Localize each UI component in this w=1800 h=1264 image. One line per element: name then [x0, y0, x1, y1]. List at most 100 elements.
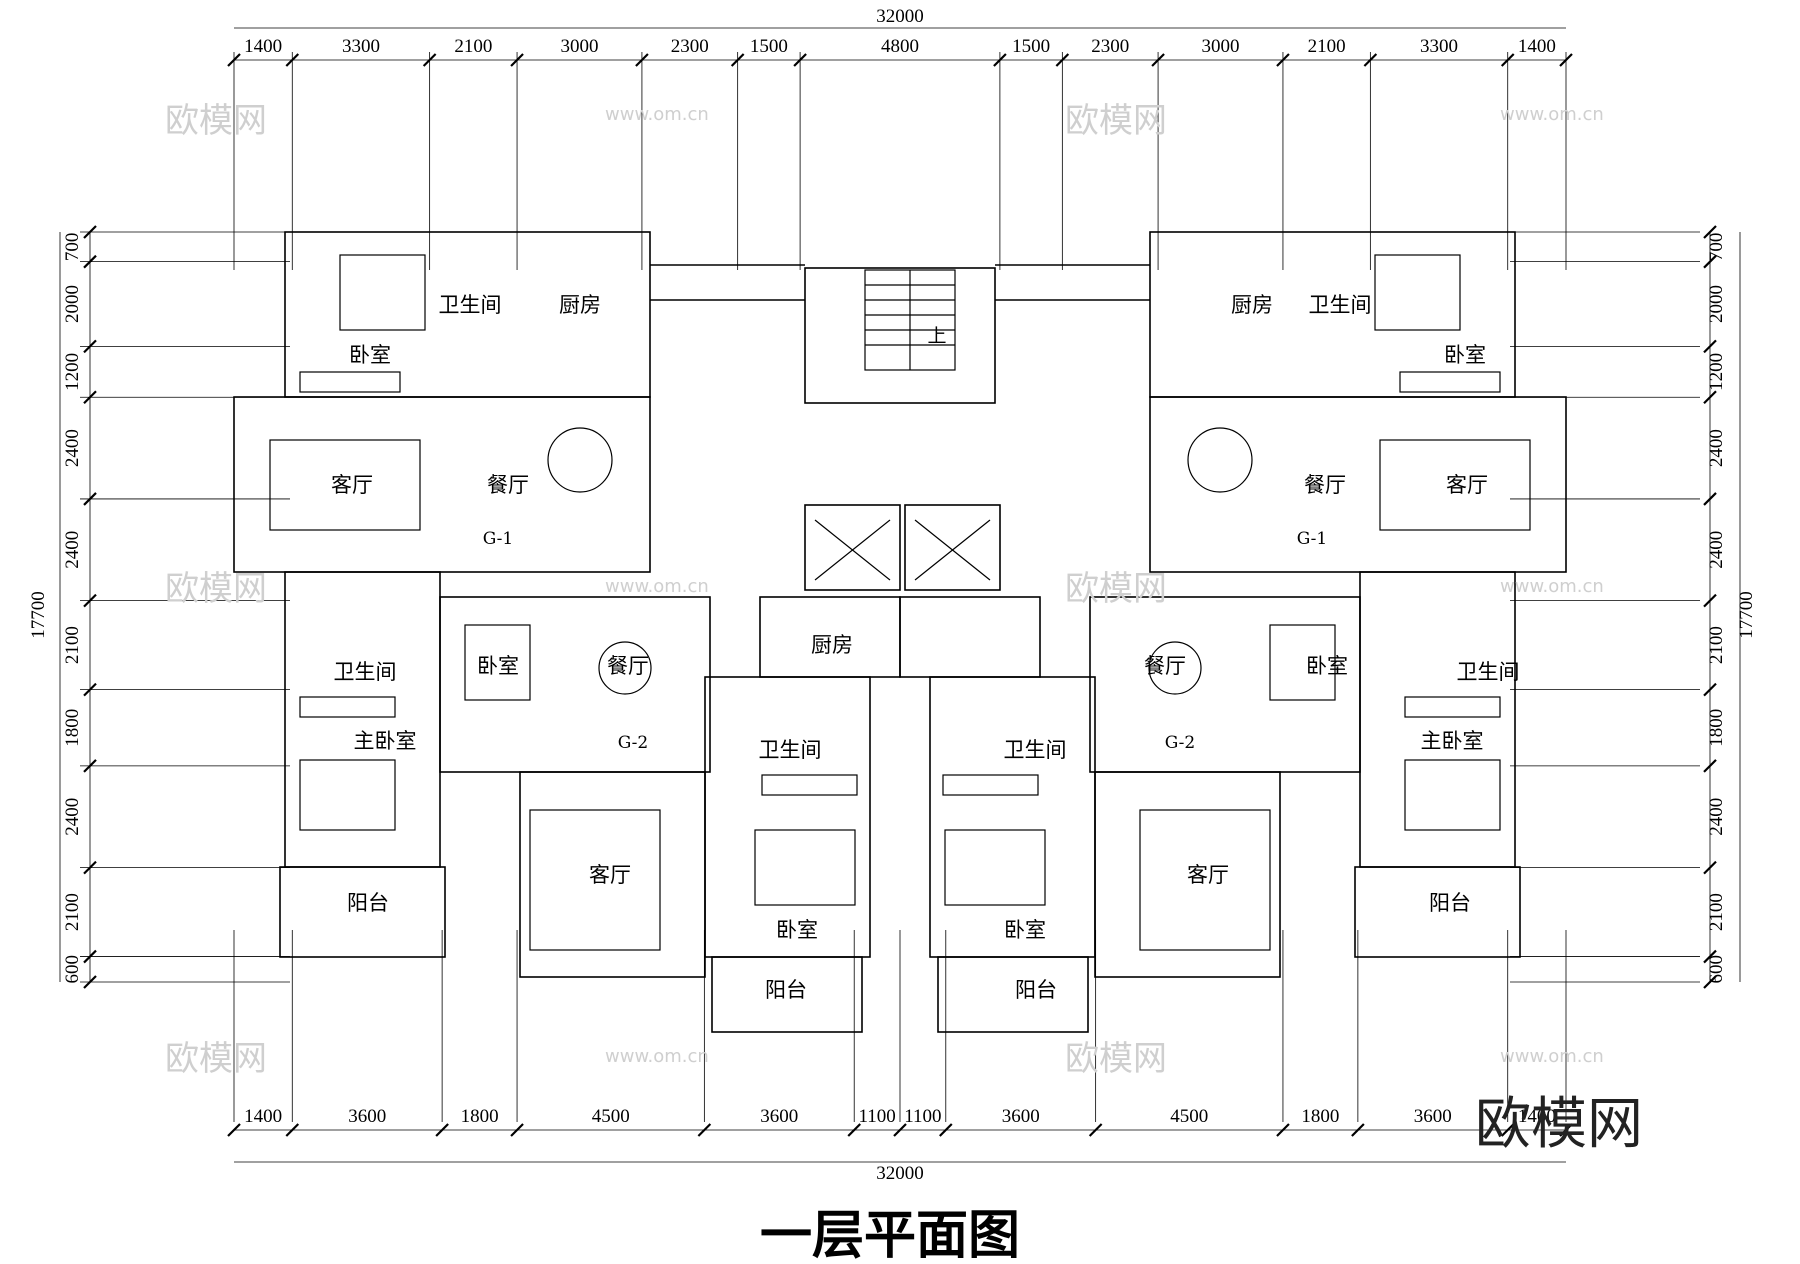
- top-dimension-6: 4800: [881, 36, 919, 57]
- watermark-layer: 欧模网 www.om.cn 欧模网 www.om.cn 欧模网 www.om.c…: [165, 101, 1604, 1079]
- axis-grid-lines: [80, 52, 1700, 1122]
- right-dimension-tick: [1703, 949, 1717, 964]
- top-dimension-2: 2100: [454, 36, 492, 57]
- right-dimension-tick: [1703, 682, 1717, 697]
- top-dimension-9: 3000: [1202, 36, 1240, 57]
- top-dimension-tick: [1559, 53, 1573, 67]
- watermark-8: www.om.cn: [1500, 576, 1604, 597]
- bottom-dimension-10: 3600: [1414, 1106, 1452, 1127]
- top-dimension-tick: [285, 53, 300, 67]
- right-dimension-5: 2100: [1706, 626, 1727, 664]
- label-up: 上: [927, 325, 946, 347]
- left-dimension-tick: [83, 254, 97, 269]
- top-dimension-tick: [635, 53, 649, 67]
- top-dimension-5: 1500: [750, 36, 788, 57]
- bottom-dimension-1: 3600: [348, 1106, 386, 1127]
- bottom-dimension-4: 3600: [760, 1106, 798, 1127]
- right-dimension-tick: [1703, 339, 1717, 354]
- top-dimension-tick: [793, 53, 807, 67]
- label-master-bedroom-l: 主卧室: [354, 729, 417, 753]
- top-dimension-11: 3300: [1420, 36, 1458, 57]
- top-dimension-4: 2300: [671, 36, 709, 57]
- bottom-dimension-tick: [510, 1123, 524, 1137]
- bottom-total-dimension: 32000: [876, 1163, 924, 1184]
- right-dimension-1: 2000: [1706, 285, 1727, 323]
- left-dimension-tick: [83, 860, 97, 875]
- label-bathroom-ml: 卫生间: [334, 660, 397, 684]
- label-bathroom-cr: 卫生间: [1004, 738, 1067, 762]
- top-dimension-tick: [993, 53, 1007, 67]
- left-dimension-tick: [83, 390, 97, 405]
- watermark-2: www.om.cn: [605, 104, 709, 125]
- right-total-dimension: 17700: [1736, 591, 1757, 639]
- label-balcony-cr: 阳台: [1015, 978, 1057, 1002]
- left-dimension-tick: [83, 975, 97, 989]
- right-dimension-3: 2400: [1706, 429, 1727, 467]
- label-bedroom-tl: 卧室: [349, 343, 391, 367]
- label-balcony-cl: 阳台: [765, 978, 807, 1002]
- bottom-dimension-tick: [285, 1123, 300, 1137]
- left-dimension-7: 2400: [62, 798, 83, 836]
- top-dimension-10: 2100: [1308, 36, 1346, 57]
- left-dimension-8: 2100: [62, 893, 83, 931]
- bottom-dimension-6: 1100: [904, 1106, 941, 1127]
- right-dimension-6: 1800: [1706, 709, 1727, 747]
- left-dimension-3: 2400: [62, 429, 83, 467]
- watermark-5: 欧模网: [165, 569, 267, 609]
- label-g1-left: G-1: [483, 529, 513, 549]
- top-dimension-7: 1500: [1012, 36, 1050, 57]
- staircase: [864, 269, 956, 371]
- left-dimension-tick: [83, 492, 97, 506]
- label-g1-right: G-1: [1297, 529, 1327, 549]
- label-dining-ml: 餐厅: [607, 654, 649, 678]
- building-walls: [233, 231, 1567, 1033]
- left-dimension-2: 1200: [62, 353, 83, 391]
- label-bedroom-bl: 卧室: [776, 918, 818, 942]
- bottom-dimension-tick: [1500, 1123, 1515, 1137]
- label-bedroom-ml: 卧室: [477, 654, 519, 678]
- label-dining-tl: 餐厅: [487, 473, 529, 497]
- drawing-title: 一层平面图: [760, 1205, 1020, 1264]
- left-dimension-9: 600: [62, 955, 83, 984]
- watermark-6: www.om.cn: [605, 576, 709, 597]
- label-bedroom-mr: 卧室: [1306, 654, 1348, 678]
- right-dimension-4: 2400: [1706, 531, 1727, 569]
- right-dimension-tick: [1703, 975, 1717, 989]
- left-dimension-4: 2400: [62, 531, 83, 569]
- bottom-dimension-tick: [1276, 1123, 1290, 1137]
- site-logo: 欧模网: [1475, 1092, 1643, 1157]
- label-bathroom-tl: 卫生间: [439, 293, 502, 317]
- bottom-dimension-8: 4500: [1170, 1106, 1208, 1127]
- bottom-dimension-tick: [1088, 1123, 1103, 1137]
- top-dimension-3: 3000: [560, 36, 598, 57]
- bottom-dimension-tick: [227, 1123, 241, 1137]
- right-dimension-tick: [1703, 254, 1717, 269]
- bottom-dimension-tick: [893, 1123, 907, 1137]
- bottom-dimension-3: 4500: [592, 1106, 630, 1127]
- label-g2-right: G-2: [1165, 733, 1195, 753]
- bottom-dimension-5: 1100: [858, 1106, 895, 1127]
- bottom-dimension-tick: [1559, 1123, 1573, 1137]
- watermark-12: www.om.cn: [1500, 1046, 1604, 1067]
- left-dimension-1: 2000: [62, 285, 83, 323]
- right-dimension-tick: [1703, 492, 1717, 506]
- top-dimension-tick: [1055, 53, 1070, 67]
- label-bedroom-tr: 卧室: [1444, 343, 1486, 367]
- label-master-bedroom-r: 主卧室: [1421, 729, 1484, 753]
- right-dimension-tick: [1703, 860, 1717, 875]
- right-dimension-8: 2100: [1706, 893, 1727, 931]
- label-bathroom-cl: 卫生间: [759, 738, 822, 762]
- right-dimension-tick: [1703, 225, 1717, 239]
- watermark-7: 欧模网: [1065, 569, 1167, 609]
- watermark-1: 欧模网: [165, 101, 267, 141]
- label-dining-tr: 餐厅: [1304, 473, 1346, 497]
- right-dimension-tick: [1703, 390, 1717, 405]
- label-living-br: 客厅: [1187, 863, 1229, 887]
- bottom-dimension-tick: [939, 1123, 953, 1137]
- right-dimension-2: 1200: [1706, 353, 1727, 391]
- label-g2-left: G-2: [618, 733, 648, 753]
- watermark-3: 欧模网: [1065, 101, 1167, 141]
- top-dimension-tick: [510, 53, 524, 67]
